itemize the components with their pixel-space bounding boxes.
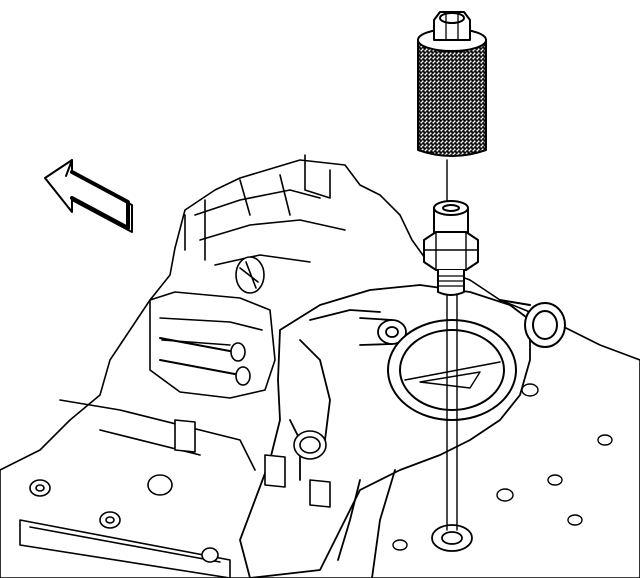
socket-tool: [417, 11, 487, 157]
pressure-sensor: [423, 200, 479, 296]
guide-line: [446, 159, 458, 531]
throttle-body: [387, 299, 566, 421]
mounting-hole: [431, 524, 473, 552]
fuel-rail: [19, 337, 331, 578]
bolts: [392, 383, 613, 551]
direction-arrow: [44, 159, 133, 233]
